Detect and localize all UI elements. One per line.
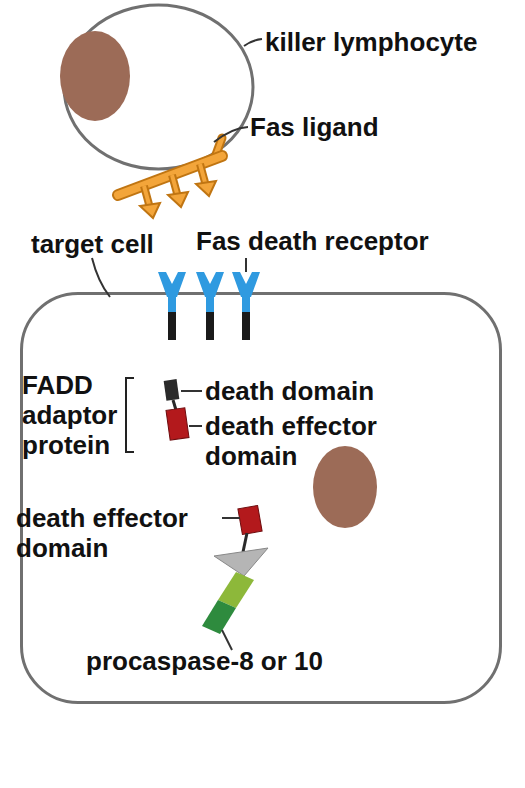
ligand-tooth	[200, 164, 206, 186]
procaspase-linker	[243, 533, 247, 552]
lymphocyte-nucleus	[60, 31, 130, 121]
part-label: Fas ligand	[250, 112, 490, 142]
receptor-stem	[242, 296, 250, 312]
leader-line	[181, 390, 202, 392]
receptor-head	[232, 272, 260, 297]
ligand-tooth	[144, 186, 150, 208]
fas-receptors	[158, 272, 260, 340]
target-nucleus	[313, 446, 377, 528]
leader-line	[254, 258, 255, 340]
receptor-tail	[206, 312, 214, 340]
ligand-bar	[118, 156, 222, 195]
leader-line	[245, 258, 247, 272]
procaspase-small-subunit	[202, 600, 236, 634]
cell-membrane	[62, 3, 255, 171]
ligand-tooth	[172, 175, 178, 197]
procaspase-prodomain	[214, 548, 268, 576]
bracket	[126, 378, 134, 452]
cell-membrane	[64, 5, 253, 169]
ligand-bar	[118, 156, 222, 195]
death-effector-block	[166, 408, 189, 440]
part-label: death domain	[205, 376, 495, 406]
part-label: Fas death receptor	[196, 226, 496, 256]
leader-line	[246, 312, 247, 345]
ligand-stem	[214, 138, 222, 160]
ligand-stem	[214, 138, 222, 160]
cell-outline: killer lymphocyte	[62, 3, 255, 171]
procaspase-ded	[238, 505, 262, 534]
ligand-head	[140, 203, 160, 218]
receptor-stem	[168, 296, 176, 312]
ligand-head	[196, 181, 216, 196]
ligand-tooth	[144, 186, 150, 208]
procaspase-large-subunit	[218, 572, 254, 608]
part-label: procaspase-8 or 10	[86, 646, 506, 676]
fadd-linker	[173, 400, 176, 410]
part-label: FADD adaptor protein	[22, 370, 122, 460]
receptor-stem	[206, 296, 214, 312]
part-label: death effector domain	[16, 503, 216, 563]
cell-outline: target cell	[20, 292, 502, 704]
cell-name: killer lymphocyte	[265, 27, 477, 57]
receptor-tail	[242, 312, 250, 340]
ligand-head	[168, 192, 188, 207]
leader-line	[214, 127, 248, 142]
receptor-head	[196, 272, 224, 297]
ligand-tooth	[172, 175, 178, 197]
receptor-head	[158, 272, 186, 297]
fas-ligand-shape	[118, 138, 222, 218]
leader-line	[92, 258, 110, 297]
death-domain-block	[164, 379, 180, 401]
leader-line	[244, 39, 262, 46]
leader-line	[222, 517, 240, 519]
receptor-tail	[168, 312, 176, 340]
ligand-tooth	[200, 164, 206, 186]
cell-name: target cell	[31, 229, 154, 259]
leader-line	[189, 425, 202, 427]
part-label: death effector domain	[205, 411, 405, 471]
